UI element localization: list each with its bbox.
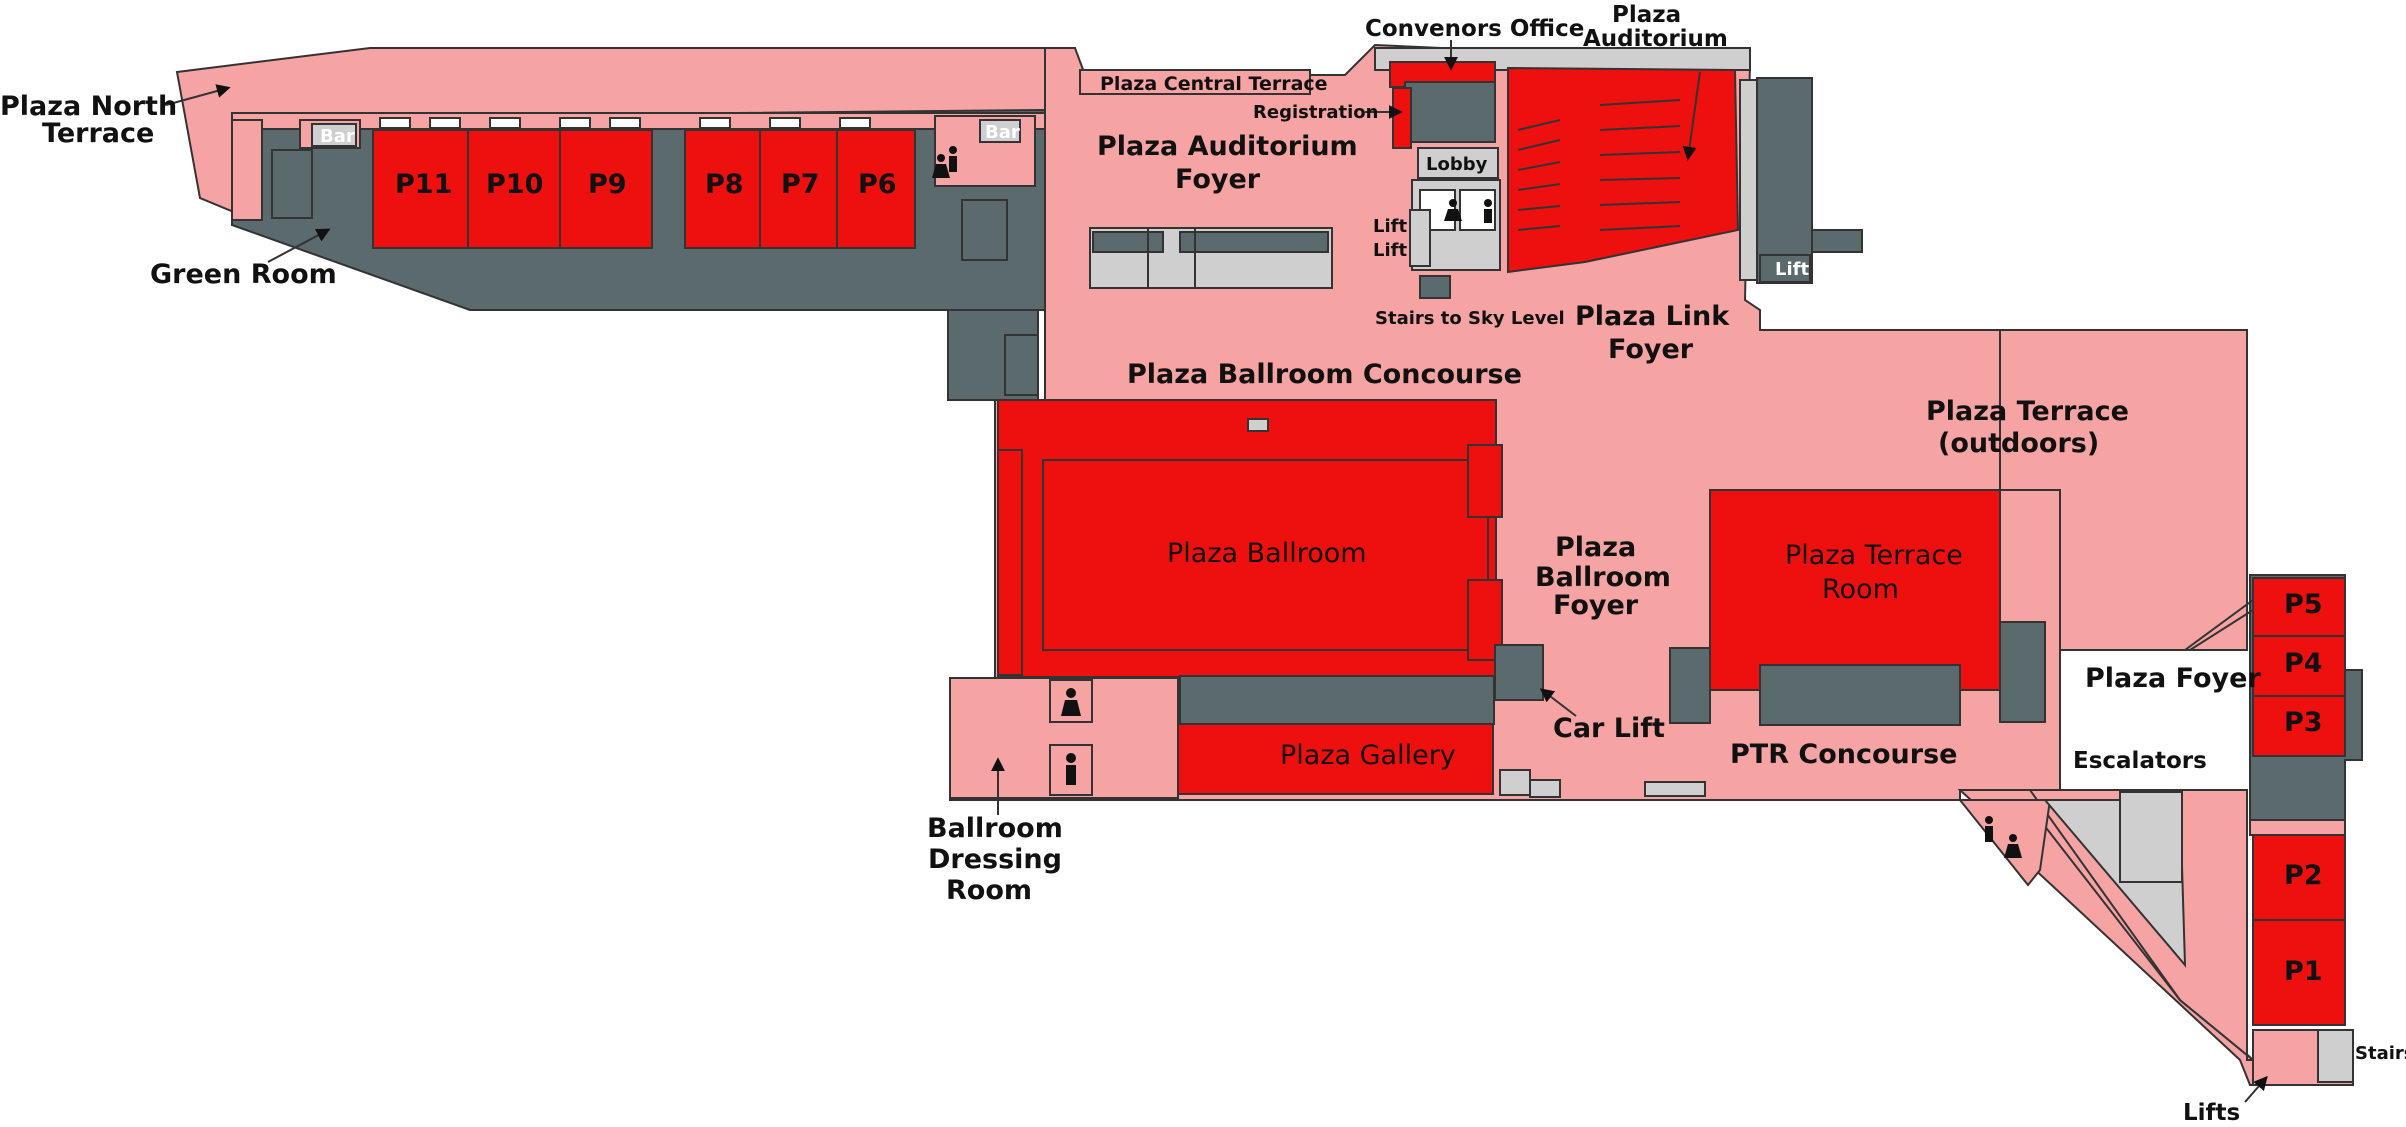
registration-label: Registration	[1253, 102, 1378, 123]
room-p9[interactable]	[559, 129, 653, 249]
room-p11[interactable]	[372, 129, 469, 249]
lobby-label: Lobby	[1426, 154, 1488, 175]
plaza-central-terrace[interactable]	[1079, 69, 1311, 95]
room-p1-label: P1	[2284, 956, 2323, 987]
lobby[interactable]	[1417, 147, 1499, 179]
dressing-room-label-2: Dressing	[928, 844, 1062, 875]
room-p6-label: P6	[858, 169, 897, 200]
bar-left-label: Bar	[320, 126, 355, 147]
label-arrows	[165, 40, 2268, 1103]
registration-desk[interactable]	[1392, 87, 1412, 149]
central-terrace-label: Plaza Central Terrace	[1100, 73, 1328, 95]
terrace-room-service	[1759, 664, 1961, 726]
room-p5-label: P5	[2284, 589, 2323, 620]
ballroom-foyer-label-3: Foyer	[1553, 590, 1639, 621]
dressing-room-label-3: Room	[946, 875, 1032, 906]
plaza-terrace-room[interactable]	[1709, 489, 2001, 691]
north-meeting-rooms	[372, 117, 916, 249]
ballroom-service-corridor	[1179, 675, 1495, 725]
auditorium-foyer-seating	[1089, 227, 1333, 289]
room-p6[interactable]	[836, 129, 916, 249]
ballroom-concourse-label: Plaza Ballroom Concourse	[1127, 359, 1522, 390]
lift-right[interactable]	[1759, 254, 1811, 283]
ballroom-foyer-label-2: Ballroom	[1535, 562, 1671, 593]
plaza-auditorium-label-2: Auditorium	[1583, 26, 1728, 52]
auditorium-foyer-label-2: Foyer	[1175, 164, 1261, 195]
terrace-outdoors-label-2: (outdoors)	[1938, 428, 2099, 459]
restroom-male-icon-south	[1985, 816, 1993, 842]
room-p7[interactable]	[759, 129, 838, 249]
lift-label-2: Lift	[1373, 240, 1407, 261]
room-p10-label: P10	[486, 169, 543, 200]
stairs-to-sky-level-label: Stairs to Sky Level	[1375, 308, 1565, 329]
plaza-north-terrace-label-2: Terrace	[42, 118, 154, 149]
room-p11-label: P11	[395, 169, 452, 200]
lifts-label: Lifts	[2183, 1100, 2240, 1126]
room-p4-label: P4	[2284, 648, 2323, 679]
service-chute-2	[1004, 334, 1039, 396]
room-p4[interactable]	[2252, 635, 2346, 697]
lift-right-label: Lift	[1775, 259, 1809, 280]
plaza-ballroom-block	[949, 399, 1706, 799]
room-p9-label: P9	[588, 169, 627, 200]
terrace-room-label-1: Plaza Terrace	[1785, 540, 1963, 571]
south-stair-lobby	[1957, 799, 2052, 887]
green-room-label: Green Room	[150, 259, 337, 290]
plaza-auditorium[interactable]	[1507, 66, 1740, 274]
car-lift-block[interactable]	[1494, 644, 1544, 701]
plaza-gallery-label: Plaza Gallery	[1280, 740, 1456, 771]
plaza-terrace-outdoors-area	[1760, 329, 2248, 651]
escalators-block[interactable]	[2119, 791, 2183, 883]
plaza-ballroom-label: Plaza Ballroom	[1167, 538, 1367, 569]
restroom-female-icon	[932, 154, 950, 178]
room-p3[interactable]	[2252, 695, 2346, 757]
ballroom-foyer-label-1: Plaza	[1555, 532, 1636, 563]
escalators-label: Escalators	[2073, 748, 2207, 774]
plaza-north-terrace-label-1: Plaza North	[0, 91, 177, 122]
room-p1[interactable]	[2252, 919, 2346, 1026]
escalator-concourse	[2028, 789, 2256, 1061]
bar-right-label: Bar	[985, 122, 1020, 143]
restroom-female-icon-south	[2004, 834, 2022, 858]
bar-right-label-box	[979, 119, 1021, 143]
restroom-male-icon-lobby	[1484, 199, 1492, 223]
south-east-block	[1957, 574, 2363, 1086]
room-p5[interactable]	[2252, 577, 2346, 637]
auditorium-foyer-label-1: Plaza Auditorium	[1097, 131, 1358, 162]
terrace-room-label-2: Room	[1822, 574, 1899, 605]
link-foyer-label-2: Foyer	[1608, 334, 1694, 365]
room-p2[interactable]	[2252, 834, 2346, 921]
stair-block-mid	[961, 199, 1008, 261]
stairwell-west	[271, 149, 313, 219]
plaza-auditorium-label-1: Plaza	[1612, 2, 1681, 28]
restroom-female-icon-lobby	[1444, 199, 1462, 221]
plaza-terrace-room-block	[1669, 489, 2046, 726]
plaza-auditorium-block	[1374, 47, 1863, 299]
convenors-office-label: Convenors Office	[1365, 16, 1584, 42]
green-room-area	[231, 119, 263, 221]
ptr-concourse-label: PTR Concourse	[1730, 739, 1957, 770]
link-foyer-label-1: Plaza Link	[1575, 301, 1730, 332]
stairs-block[interactable]	[2317, 1029, 2354, 1083]
east-stair-core	[1756, 77, 1813, 284]
room-p2-label: P2	[2284, 860, 2323, 891]
restroom-female-icon-dressing	[1061, 688, 1081, 716]
restroom-male-icon-dressing	[1066, 753, 1076, 785]
bar-left-label-box	[311, 123, 357, 147]
terrace-outdoors-label-1: Plaza Terrace	[1926, 396, 2129, 427]
room-p10[interactable]	[467, 129, 561, 249]
restroom-male-icon	[949, 146, 957, 172]
car-lift-label: Car Lift	[1553, 713, 1665, 744]
room-p7-label: P7	[781, 169, 820, 200]
room-p8[interactable]	[684, 129, 761, 249]
stairs-label: Stairs	[2355, 1043, 2406, 1064]
plaza-foyer-label: Plaza Foyer	[2085, 663, 2261, 694]
lift-label-1: Lift	[1373, 216, 1407, 237]
dressing-room-label-1: Ballroom	[927, 813, 1063, 844]
lift-shaft	[1409, 209, 1431, 267]
stairs-to-sky-level-block[interactable]	[1419, 275, 1451, 299]
room-p8-label: P8	[705, 169, 744, 200]
room-p3-label: P3	[2284, 707, 2323, 738]
